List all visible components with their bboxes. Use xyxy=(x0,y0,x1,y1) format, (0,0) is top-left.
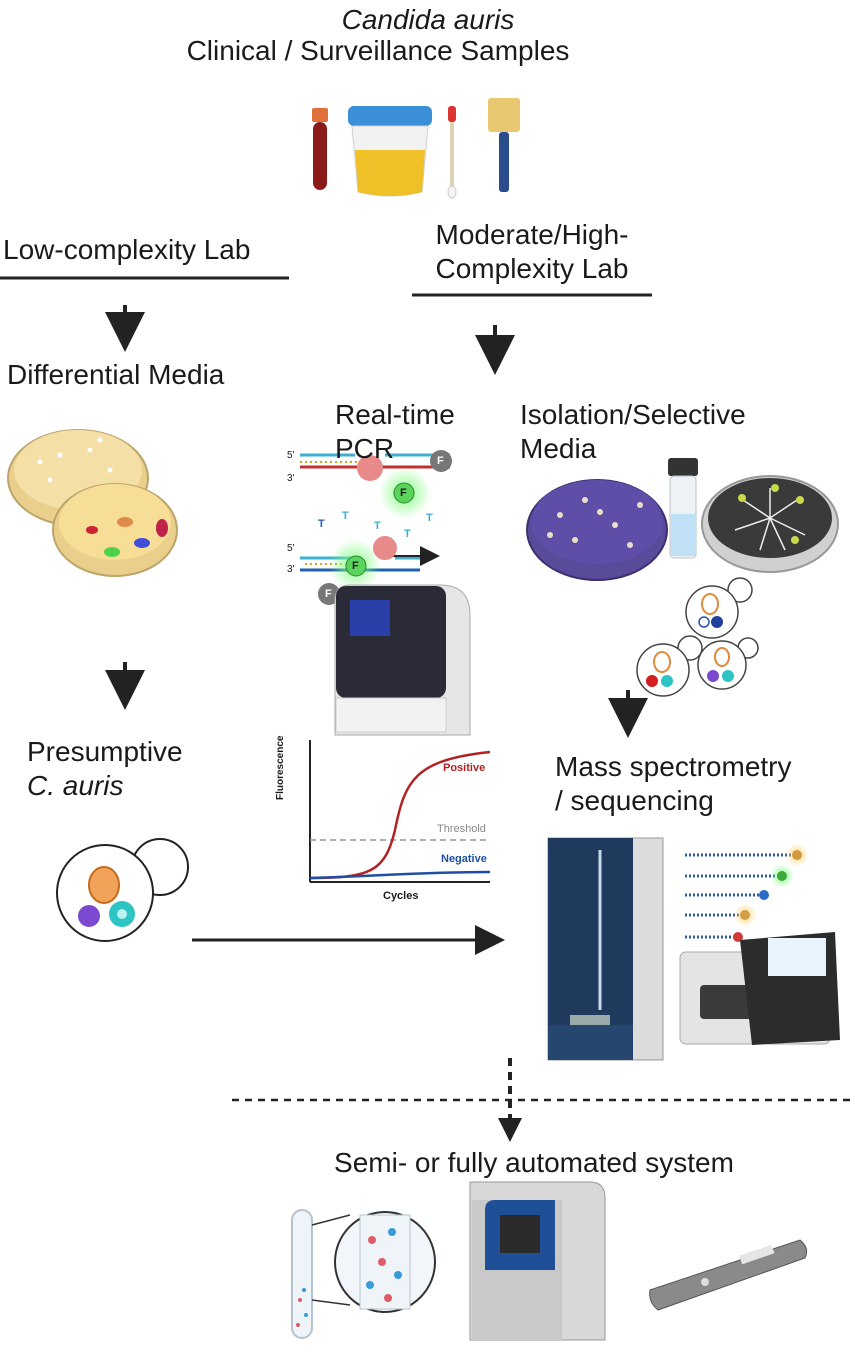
strand-5prime-2: 5' xyxy=(287,543,295,554)
fluor-label-1: F xyxy=(400,487,407,499)
cartridge-device-icon xyxy=(649,1239,808,1311)
ms-label-line2: / sequencing xyxy=(555,785,714,816)
mass-spectrometer-icon xyxy=(547,837,664,1061)
presumptive-label-line1: Presumptive xyxy=(27,736,183,767)
nucleotide-t-4: T xyxy=(404,528,411,540)
high-lab-label-line2: Complexity Lab xyxy=(435,253,629,284)
test-tube-magnified-icon xyxy=(291,1209,436,1339)
plot-negative-label: Negative xyxy=(441,853,487,865)
strand-5prime: 5' xyxy=(287,450,295,461)
isolation-media-icon xyxy=(526,458,839,581)
quencher-label-2: F xyxy=(325,588,332,600)
sequencer-instrument-icon xyxy=(679,932,840,1045)
strand-3prime-2: 3' xyxy=(287,564,295,575)
nucleotide-t-3: T xyxy=(374,520,381,532)
presumptive-yeast-cell-icon xyxy=(56,838,189,942)
nucleotide-t-5: T xyxy=(426,512,433,524)
pcr-amplification-plot xyxy=(309,740,491,883)
high-lab-label-line1: Moderate/High- xyxy=(435,219,629,250)
sequencing-strands-icon xyxy=(685,843,809,942)
blood-tube-icon xyxy=(312,108,328,190)
plot-threshold-label: Threshold xyxy=(437,823,486,835)
fluor-label-2: F xyxy=(352,560,359,572)
presumptive-label-line2: C. auris xyxy=(27,770,124,801)
pcr-instrument-icon xyxy=(334,584,471,736)
ms-label-line1: Mass spectrometry xyxy=(555,751,792,782)
differential-media-label: Differential Media xyxy=(7,359,225,390)
pcr-label-line2: PCR xyxy=(335,433,395,464)
plot-ylabel: Fluorescence xyxy=(275,735,286,800)
plot-positive-label: Positive xyxy=(443,762,486,774)
species-name: Candida auris xyxy=(341,4,515,35)
strand-3prime: 3' xyxy=(287,473,295,484)
isolation-label-line2: Media xyxy=(520,433,597,464)
nucleotide-t-1: T xyxy=(318,518,325,530)
pcr-label-line1: Real-time xyxy=(335,399,455,430)
plot-xlabel: Cycles xyxy=(383,890,419,902)
differential-petri-dishes-icon xyxy=(7,429,178,577)
isolation-label-line1: Isolation/Selective xyxy=(520,399,746,430)
yeast-cells-cluster-icon xyxy=(636,577,759,697)
automated-system-label: Semi- or fully automated system xyxy=(334,1147,734,1178)
quencher-label-1: F xyxy=(437,455,444,467)
low-complexity-lab-label: Low-complexity Lab xyxy=(3,234,251,265)
swab-icon xyxy=(447,106,457,199)
sponge-icon xyxy=(488,98,520,192)
samples-title: Clinical / Surveillance Samples xyxy=(186,35,570,66)
automated-analyzer-icon xyxy=(469,1181,606,1341)
pcr-probe-diagram xyxy=(300,450,452,605)
urine-cup-icon xyxy=(348,106,432,197)
nucleotide-t-2: T xyxy=(342,510,349,522)
